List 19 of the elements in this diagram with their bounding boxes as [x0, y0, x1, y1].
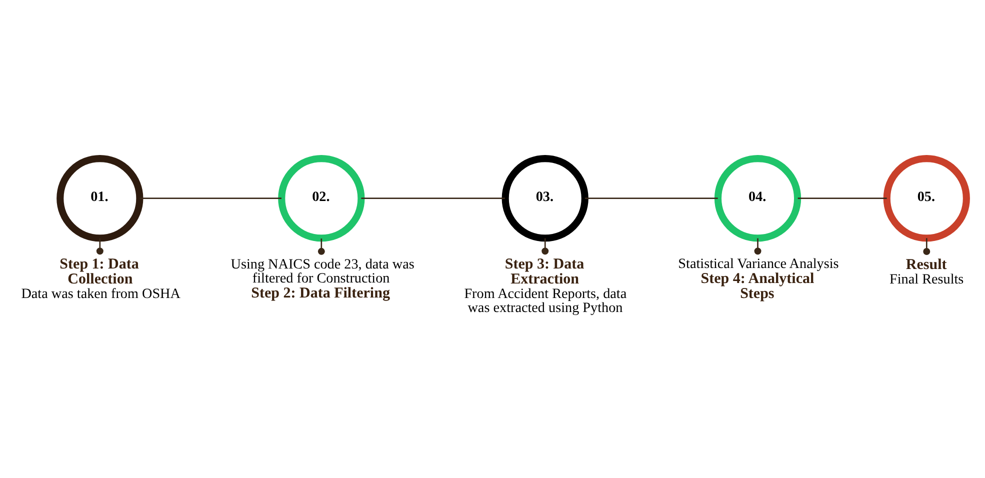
connector	[542, 238, 549, 255]
connector	[318, 238, 325, 255]
node-circle: 05.	[883, 155, 970, 242]
node-circle: 04.	[714, 155, 802, 242]
node-text: Using NAICS code 23, data was filtered for Construction Step 2: Data Filtering	[230, 256, 414, 302]
node-text: Result Final Results	[890, 257, 964, 288]
node-circle: 01.	[56, 155, 144, 242]
node-circle: 03.	[502, 155, 588, 242]
connector	[923, 238, 930, 255]
connector	[754, 238, 762, 255]
connector	[140, 198, 282, 199]
node-text: Statistical Variance Analysis Step 4: Analytical Steps	[678, 256, 839, 302]
node-text: Step 3: Data Extraction From Accident Reports, data was extracted using Python	[464, 256, 627, 316]
connector	[798, 198, 887, 199]
node-circle: 02.	[278, 155, 365, 242]
connector	[361, 198, 505, 199]
node-text: Step 1: Data Collection Data was taken from OSHA	[21, 256, 180, 302]
connector	[96, 238, 104, 255]
connector	[584, 198, 718, 199]
